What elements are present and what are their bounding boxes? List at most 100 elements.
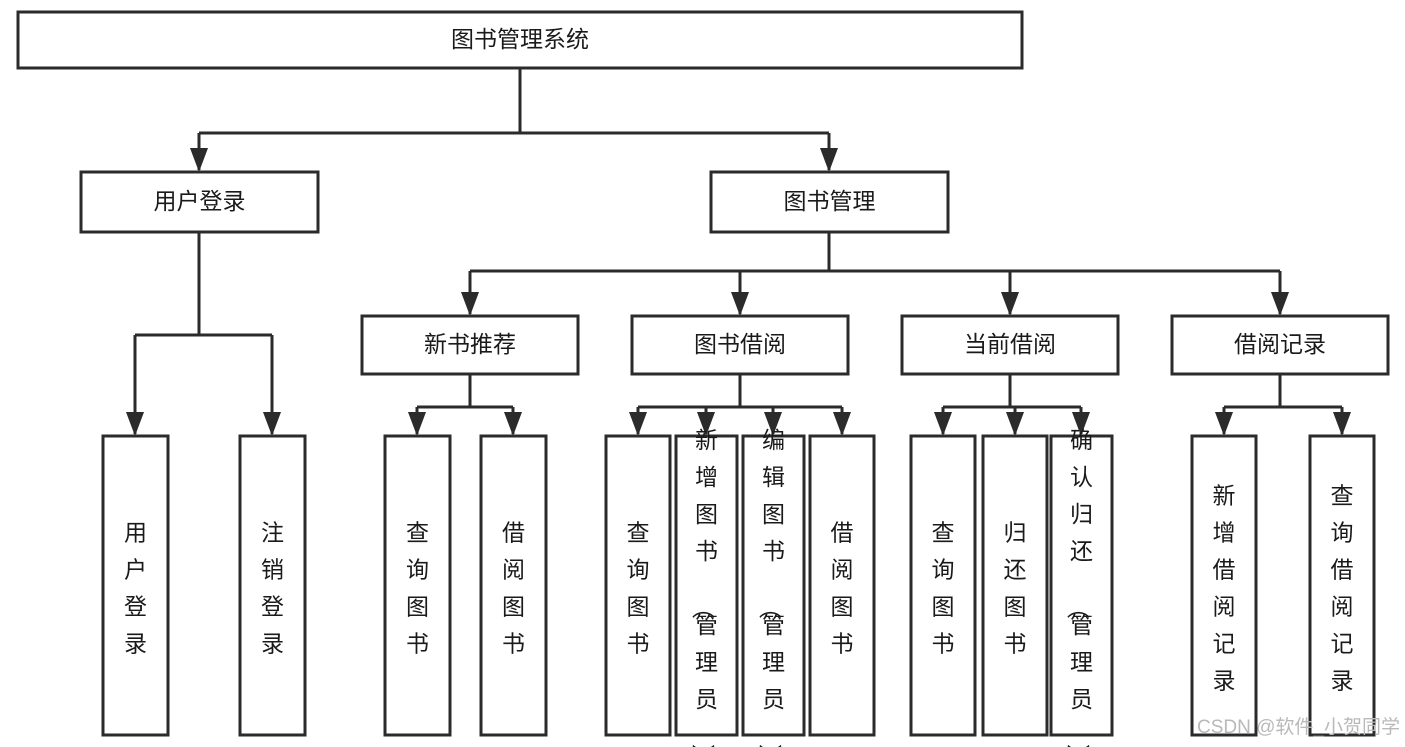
node-label-user-login: 用户登录 [154, 188, 246, 214]
connector-bus-new-book [417, 374, 513, 409]
arrowhead-icon [461, 292, 479, 316]
arrowhead-icon [697, 412, 715, 436]
node-label-leaf-add-book-admin: 新增图书（管理员） [690, 427, 718, 747]
arrow-15 [1006, 407, 1024, 436]
arrowhead-icon [504, 412, 522, 436]
arrowhead-icon [126, 412, 144, 436]
node-root[interactable]: 图书管理系统 [16, 10, 1024, 70]
node-layer: 图书管理系统用户登录图书管理新书推荐图书借阅当前借阅借阅记录用户登录注销登录查询… [16, 10, 1390, 747]
node-user-login[interactable]: 用户登录 [79, 170, 320, 234]
node-label-leaf-logout: 注销登录 [261, 519, 284, 656]
node-leaf-query-book-3[interactable]: 查询图书 [909, 434, 977, 737]
node-box-user-login[interactable] [79, 170, 320, 234]
arrow-18 [1333, 407, 1351, 436]
node-box-leaf-edit-book-admin[interactable] [741, 434, 806, 737]
arrow-12 [764, 407, 782, 436]
node-leaf-confirm-return-admin[interactable]: 确认归还（管理员） [1049, 427, 1114, 747]
arrowhead-icon [1001, 292, 1019, 316]
node-box-root[interactable] [16, 10, 1024, 70]
node-box-leaf-logout[interactable] [238, 434, 307, 737]
node-label-current-borrow: 当前借阅 [964, 331, 1056, 357]
node-label-borrow-record: 借阅记录 [1234, 331, 1326, 357]
arrowhead-icon [1006, 412, 1024, 436]
arrowhead-icon [1333, 412, 1351, 436]
node-label-leaf-query-borrow-record: 查询借阅记录 [1331, 482, 1354, 693]
node-box-book-manage[interactable] [709, 170, 950, 234]
node-leaf-query-borrow-record[interactable]: 查询借阅记录 [1308, 434, 1376, 737]
node-book-borrow[interactable]: 图书借阅 [630, 314, 850, 376]
arrow-14 [934, 407, 952, 436]
arrow-8 [408, 407, 426, 436]
node-leaf-user-login[interactable]: 用户登录 [101, 434, 170, 737]
connector-bus-root [199, 68, 829, 135]
node-book-manage[interactable]: 图书管理 [709, 170, 950, 234]
arrow-2 [126, 335, 144, 436]
connector-bus-user-login [135, 232, 272, 337]
arrow-17 [1215, 407, 1233, 436]
connector-bus-book-borrow [638, 374, 842, 409]
node-leaf-borrow-book-1[interactable]: 借阅图书 [479, 434, 548, 737]
node-leaf-logout[interactable]: 注销登录 [238, 434, 307, 737]
node-box-leaf-add-borrow-record[interactable] [1190, 434, 1258, 737]
arrow-7 [1271, 271, 1289, 316]
arrow-3 [263, 335, 281, 436]
node-label-book-manage: 图书管理 [784, 188, 876, 214]
node-current-borrow[interactable]: 当前借阅 [900, 314, 1120, 376]
node-label-root: 图书管理系统 [451, 26, 589, 52]
arrow-11 [697, 407, 715, 436]
node-leaf-query-book-2[interactable]: 查询图书 [604, 434, 672, 737]
node-label-leaf-borrow-book-2: 借阅图书 [831, 519, 854, 656]
node-label-leaf-user-login: 用户登录 [124, 519, 147, 656]
arrowhead-icon [833, 412, 851, 436]
arrow-5 [731, 271, 749, 316]
arrowhead-icon [934, 412, 952, 436]
node-leaf-return-book[interactable]: 归还图书 [981, 434, 1049, 737]
node-box-book-borrow[interactable] [630, 314, 850, 376]
connector-bus-current-borrow [943, 374, 1081, 409]
node-box-leaf-query-book-1[interactable] [383, 434, 452, 737]
connector-bus-book-manage [470, 232, 1280, 273]
node-leaf-add-book-admin[interactable]: 新增图书（管理员） [674, 427, 739, 747]
node-box-leaf-borrow-book-2[interactable] [808, 434, 876, 737]
node-label-leaf-query-book-2: 查询图书 [627, 519, 650, 656]
node-box-leaf-query-borrow-record[interactable] [1308, 434, 1376, 737]
node-label-leaf-confirm-return-admin: 确认归还（管理员） [1065, 427, 1093, 747]
arrow-13 [833, 407, 851, 436]
arrowhead-icon [1271, 292, 1289, 316]
connector-layer [135, 68, 1342, 409]
arrowhead-icon [820, 148, 838, 172]
arrowhead-layer [126, 133, 1351, 436]
arrow-10 [629, 407, 647, 436]
arrow-6 [1001, 271, 1019, 316]
node-box-leaf-user-login[interactable] [101, 434, 170, 737]
arrowhead-icon [764, 412, 782, 436]
node-label-leaf-query-book-1: 查询图书 [406, 519, 429, 656]
arrow-1 [820, 133, 838, 172]
node-box-leaf-borrow-book-1[interactable] [479, 434, 548, 737]
arrow-16 [1072, 407, 1090, 436]
node-box-leaf-query-book-3[interactable] [909, 434, 977, 737]
node-label-leaf-query-book-3: 查询图书 [932, 519, 955, 656]
node-leaf-query-book-1[interactable]: 查询图书 [383, 434, 452, 737]
node-label-book-borrow: 图书借阅 [694, 331, 786, 357]
arrowhead-icon [190, 148, 208, 172]
node-box-leaf-confirm-return-admin[interactable] [1049, 434, 1114, 737]
node-box-borrow-record[interactable] [1170, 314, 1390, 376]
node-box-leaf-return-book[interactable] [981, 434, 1049, 737]
node-box-leaf-query-book-2[interactable] [604, 434, 672, 737]
node-box-leaf-add-book-admin[interactable] [674, 434, 739, 737]
watermark-label: CSDN @软件_小贺同学 [1197, 716, 1400, 738]
node-leaf-edit-book-admin[interactable]: 编辑图书（管理员） [741, 427, 806, 747]
node-label-leaf-return-book: 归还图书 [1004, 519, 1027, 656]
node-leaf-borrow-book-2[interactable]: 借阅图书 [808, 434, 876, 737]
node-new-book-recommend[interactable]: 新书推荐 [360, 314, 580, 376]
arrow-0 [190, 133, 208, 172]
node-borrow-record[interactable]: 借阅记录 [1170, 314, 1390, 376]
node-box-current-borrow[interactable] [900, 314, 1120, 376]
arrowhead-icon [408, 412, 426, 436]
arrow-9 [504, 407, 522, 436]
node-leaf-add-borrow-record[interactable]: 新增借阅记录 [1190, 434, 1258, 737]
node-box-new-book-recommend[interactable] [360, 314, 580, 376]
